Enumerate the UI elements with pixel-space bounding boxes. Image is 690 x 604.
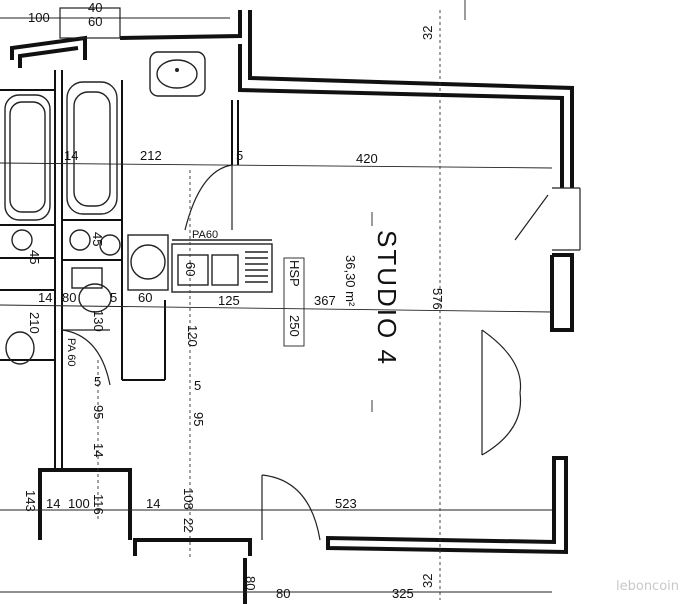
- dim-420: 420: [356, 151, 378, 166]
- dim-60-sink: 60: [183, 262, 198, 276]
- kitchen-fixtures: [127, 234, 273, 293]
- dim-45-a: 45: [27, 250, 42, 264]
- dim-5-c: 5: [94, 374, 101, 389]
- dim-250: 250: [287, 315, 302, 337]
- dim-108: 108: [181, 488, 196, 510]
- dim-32-top: 32: [420, 26, 435, 40]
- dim-14-e: 14: [146, 496, 160, 511]
- dim-212: 212: [140, 148, 162, 163]
- dim-14-d: 14: [46, 496, 60, 511]
- dim-100: 100: [28, 10, 50, 25]
- dim-14-b: 14: [38, 290, 52, 305]
- dim-116: 116: [91, 494, 106, 515]
- room-name: STUDIO 4: [372, 230, 402, 366]
- dim-22: 22: [181, 518, 196, 532]
- dim-125: 125: [218, 293, 240, 308]
- dimension-labels: 100 40 60 32 14 212 5 420 PA60 45 45 60 …: [23, 0, 445, 601]
- dim-45-b: 45: [90, 232, 105, 246]
- dim-hsp: HSP: [287, 260, 302, 287]
- dim-14-c: 14: [91, 443, 106, 457]
- dim-5-b: 5: [110, 290, 117, 305]
- dim-60-b: 60: [138, 290, 152, 305]
- dim-40: 40: [88, 0, 102, 15]
- window-east: [514, 187, 581, 251]
- dim-95-b: 95: [191, 412, 206, 426]
- dimension-lines: [0, 0, 553, 600]
- doors: [59, 7, 522, 541]
- dim-130: 130: [91, 310, 106, 332]
- dim-120: 120: [185, 325, 200, 347]
- dim-523: 523: [335, 496, 357, 511]
- dim-14-a: 14: [64, 148, 78, 163]
- dim-80-a: 80: [62, 290, 76, 305]
- dim-60-top: 60: [88, 14, 102, 29]
- watermark: leboncoin: [616, 579, 679, 594]
- room-label: STUDIO 4 36,30 m²: [343, 212, 402, 412]
- dim-32-bottom: 32: [420, 574, 435, 588]
- dim-pa60-b: PA 60: [65, 338, 77, 367]
- dim-95-a: 95: [91, 405, 106, 419]
- room-area: 36,30 m²: [343, 255, 358, 307]
- dim-pa60-a: PA60: [192, 229, 218, 241]
- interior-partitions: [0, 70, 239, 470]
- dim-80-c: 80: [276, 586, 290, 601]
- dim-100-b: 100: [68, 496, 90, 511]
- bathroom-fixtures: [4, 51, 206, 365]
- dim-576: 576: [430, 288, 445, 310]
- dim-325: 325: [392, 586, 414, 601]
- dim-5-a: 5: [236, 148, 243, 163]
- dim-5-d: 5: [194, 378, 201, 393]
- dim-367: 367: [314, 293, 336, 308]
- dim-143: 143: [23, 490, 38, 512]
- dim-210: 210: [27, 312, 42, 334]
- dim-80-b: 80: [243, 576, 258, 590]
- exterior-walls: [10, 10, 574, 604]
